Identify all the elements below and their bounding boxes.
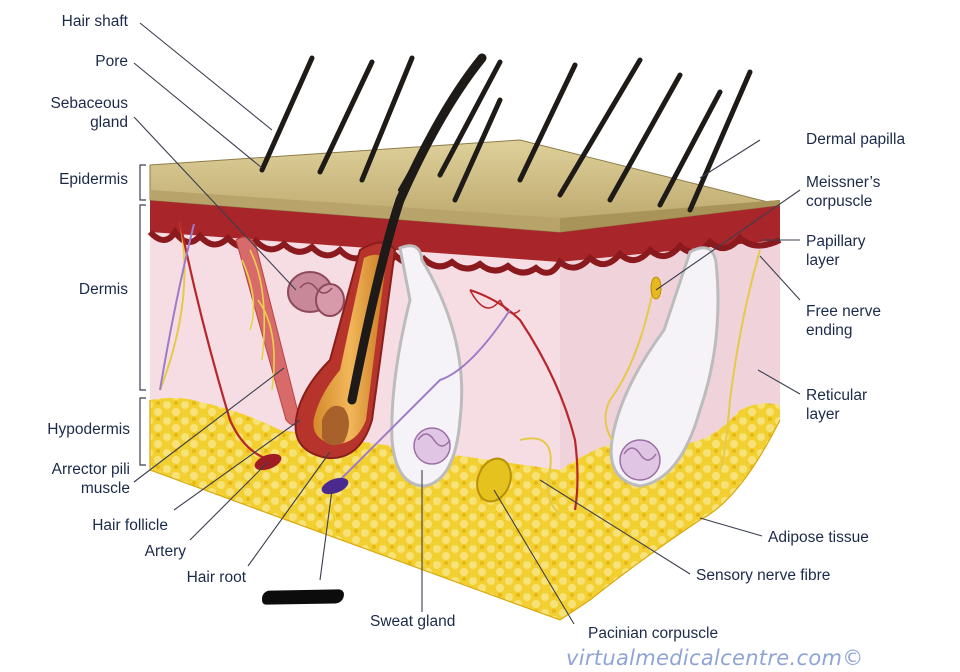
label-artery: Artery — [90, 542, 186, 561]
label-hair-root: Hair root — [140, 568, 246, 587]
label-dermis: Dermis — [18, 280, 128, 299]
label-sweat-gland: Sweat gland — [370, 612, 455, 631]
label-sensory-nerve-fibre: Sensory nerve fibre — [696, 566, 830, 585]
watermark: virtualmedicalcentre.com© — [566, 646, 864, 670]
label-free-nerve-ending: Free nerve ending — [806, 302, 881, 340]
label-pacinian-corpuscle: Pacinian corpuscle — [588, 624, 718, 643]
label-meissners-corpuscle: Meissner’s corpuscle — [806, 173, 880, 211]
label-reticular-layer: Reticular layer — [806, 386, 867, 424]
label-dermal-papilla: Dermal papilla — [806, 130, 905, 149]
label-adipose-tissue: Adipose tissue — [768, 528, 869, 547]
redaction-mark — [262, 589, 344, 604]
label-hypodermis: Hypodermis — [8, 420, 130, 439]
layer-brackets — [140, 165, 146, 465]
label-papillary-layer: Papillary layer — [806, 232, 865, 270]
label-hair-follicle: Hair follicle — [40, 516, 168, 535]
label-arrector-pili-muscle: Arrector pili muscle — [8, 460, 130, 498]
label-epidermis: Epidermis — [18, 170, 128, 189]
label-pore: Pore — [28, 52, 128, 71]
label-sebaceous-gland: Sebaceous gland — [18, 94, 128, 132]
label-hair-shaft: Hair shaft — [28, 12, 128, 31]
